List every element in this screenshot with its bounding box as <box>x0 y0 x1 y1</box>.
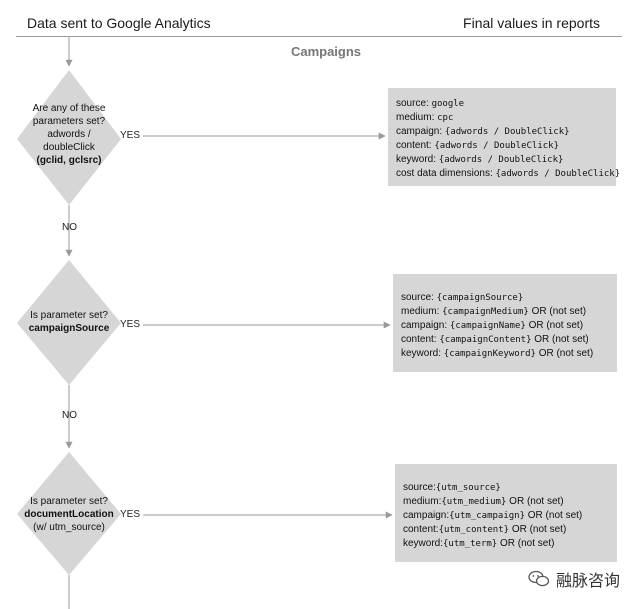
result-row: source: {campaignSource} <box>401 292 524 303</box>
result-row: medium:{utm_medium} OR (not set) <box>403 496 564 507</box>
yes-label-1: YES <box>120 130 141 141</box>
result-box-document-location: source:{utm_source} medium:{utm_medium} … <box>395 464 617 562</box>
yes-label-2: YES <box>120 319 141 330</box>
watermark: 融脉咨询 <box>528 567 620 591</box>
yes-label-3: YES <box>120 509 141 520</box>
decision-diamond-document-location <box>17 452 121 575</box>
result-row: medium: {campaignMedium} OR (not set) <box>401 306 587 317</box>
header-right-title: Final values in reports <box>463 15 600 31</box>
decision-1-line-4: doubleClick <box>43 142 95 153</box>
result-box-adwords: source: google medium: cpc campaign: {ad… <box>388 88 621 186</box>
result-row: keyword: {campaignKeyword} OR (not set) <box>401 348 594 359</box>
result-box-campaign-source: source: {campaignSource} medium: {campai… <box>393 274 617 372</box>
decision-text-document-location: Is parameter set? documentLocation (w/ u… <box>18 495 120 534</box>
result-row: cost data dimensions: {adwords / DoubleC… <box>396 168 621 179</box>
no-label-2: NO <box>62 410 77 421</box>
decision-1-line-3: adwords / <box>47 129 91 140</box>
decision-3-note: (w/ utm_source) <box>33 522 105 533</box>
decision-2-keyword: campaignSource <box>28 323 110 334</box>
decision-diamond-campaign-source <box>17 260 121 385</box>
decision-3-line-1: Is parameter set? <box>30 496 108 507</box>
decision-1-keyword: (gclid, gclsrc) <box>36 155 102 166</box>
result-row: content:{utm_content} OR (not set) <box>403 524 567 535</box>
header-divider <box>16 36 622 37</box>
result-row: campaign:{utm_campaign} OR (not set) <box>403 510 583 521</box>
wechat-icon <box>528 570 550 587</box>
result-row: source: google <box>396 98 465 109</box>
decision-1-line-2: parameters set? <box>32 116 106 127</box>
decision-1-line-1: Are any of these <box>32 103 106 114</box>
decision-2-line-1: Is parameter set? <box>30 310 108 321</box>
result-row: content: {adwords / DoubleClick} <box>396 140 559 151</box>
decision-text-campaign-source: Is parameter set? campaignSource <box>25 309 113 335</box>
decision-text-adwords: Are any of these parameters set? adwords… <box>25 102 113 167</box>
result-row: source:{utm_source} <box>403 482 501 493</box>
result-row: campaign: {campaignName} OR (not set) <box>401 320 584 331</box>
result-row: keyword:{utm_term} OR (not set) <box>403 538 555 549</box>
decision-3-keyword: documentLocation <box>24 509 114 520</box>
result-row: medium: cpc <box>396 112 454 123</box>
decision-diamond-adwords <box>17 70 121 205</box>
header-left-title: Data sent to Google Analytics <box>27 15 211 31</box>
result-row: keyword: {adwords / DoubleClick} <box>396 154 564 165</box>
section-title: Campaigns <box>290 44 362 59</box>
result-row: campaign: {adwords / DoubleClick} <box>396 126 570 137</box>
watermark-text: 融脉咨询 <box>555 573 620 590</box>
no-label-1: NO <box>62 222 77 233</box>
result-row: content: {campaignContent} OR (not set) <box>401 334 589 345</box>
